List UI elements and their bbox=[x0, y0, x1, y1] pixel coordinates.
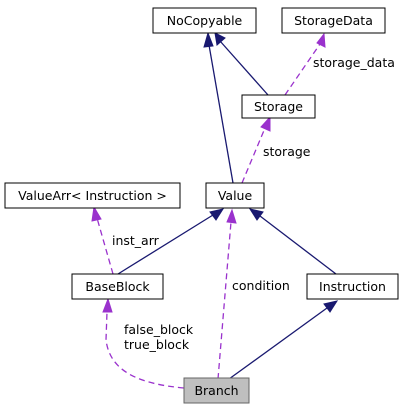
node-label: StorageData bbox=[294, 13, 373, 28]
usage-arrowhead-icon bbox=[102, 297, 113, 313]
edge-instruction-to-branch bbox=[228, 307, 328, 380]
usage-arrowhead-icon bbox=[260, 115, 271, 132]
node-label: Value bbox=[218, 188, 253, 203]
edge-storage-to-value bbox=[241, 127, 266, 184]
inherit-arrowhead-icon bbox=[214, 32, 226, 46]
edge-valuearr-to-baseblock bbox=[96, 217, 114, 275]
inherit-arrowhead-icon bbox=[323, 300, 339, 313]
edge-label-condition: condition bbox=[232, 278, 290, 293]
edge-label-storage: storage bbox=[263, 144, 311, 159]
edge-label-true-block: true_block bbox=[124, 337, 190, 352]
node-baseblock[interactable]: BaseBlock bbox=[71, 273, 164, 300]
edge-instruction-to-value bbox=[259, 215, 337, 275]
node-storagedata[interactable]: StorageData bbox=[281, 7, 386, 34]
usage-arrowhead-icon bbox=[226, 208, 237, 224]
node-storage[interactable]: Storage bbox=[241, 94, 316, 119]
edge-label-inst-arr: inst_arr bbox=[112, 233, 160, 248]
usage-arrowhead-icon bbox=[91, 205, 102, 222]
node-label: Storage bbox=[254, 99, 303, 114]
edge-label-storage-data: storage_data bbox=[313, 55, 395, 70]
node-instruction[interactable]: Instruction bbox=[306, 273, 399, 300]
node-value[interactable]: Value bbox=[205, 182, 265, 209]
edge-baseblock-to-value bbox=[117, 214, 214, 275]
edge-label-false-block: false_block bbox=[124, 322, 194, 337]
node-label: Branch bbox=[194, 383, 238, 398]
inherit-arrowhead-icon bbox=[248, 208, 264, 221]
edge-labels: storage_data storage inst_arr condition … bbox=[112, 55, 395, 352]
edge-value-to-branch bbox=[217, 221, 232, 380]
edges bbox=[91, 31, 339, 389]
node-branch-focus[interactable]: Branch bbox=[183, 377, 250, 404]
inherit-arrowhead-icon bbox=[203, 31, 214, 48]
edge-storage-to-nocopyable bbox=[219, 40, 269, 96]
node-label: ValueArr< Instruction > bbox=[18, 188, 167, 203]
edge-value-to-nocopyable bbox=[208, 44, 234, 184]
usage-arrowhead-icon bbox=[316, 32, 326, 48]
node-label: BaseBlock bbox=[85, 279, 150, 294]
edge-baseblock-to-branch bbox=[105, 311, 185, 389]
node-label: Instruction bbox=[319, 279, 386, 294]
inherit-arrowhead-icon bbox=[209, 208, 225, 221]
node-label: NoCopyable bbox=[167, 13, 243, 28]
edge-storagedata-to-storage bbox=[284, 43, 321, 96]
node-valuearr-instruction[interactable]: ValueArr< Instruction > bbox=[4, 182, 181, 209]
node-nocopyable[interactable]: NoCopyable bbox=[152, 7, 257, 34]
